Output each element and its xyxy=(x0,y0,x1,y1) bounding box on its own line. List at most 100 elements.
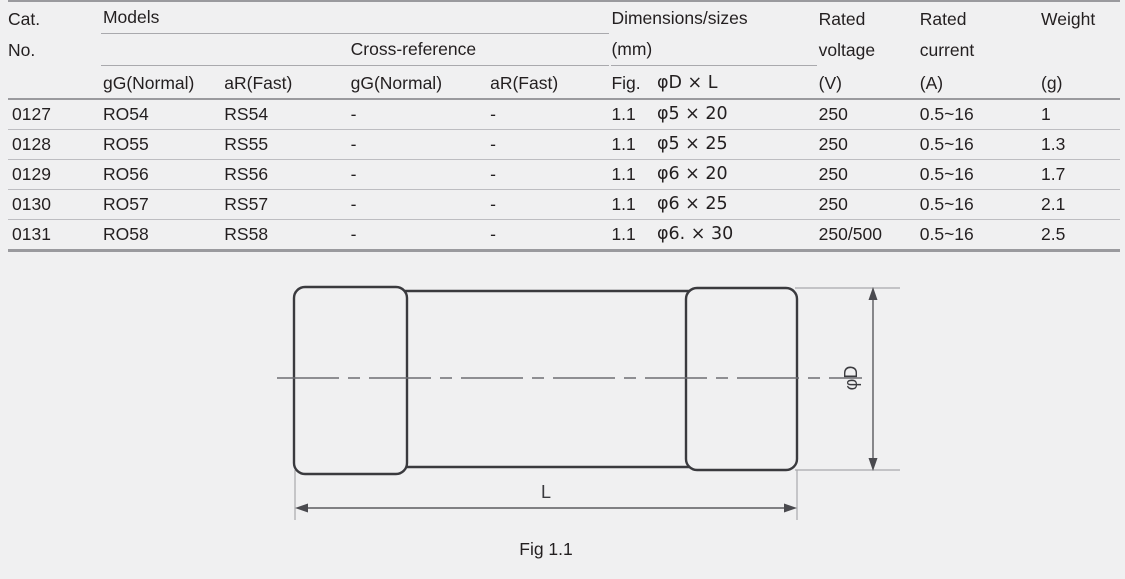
cell-dimension: φ6 × 25 xyxy=(654,189,817,220)
cell-weight: 1.3 xyxy=(1039,129,1120,160)
header-row-3: gG(Normal) aR(Fast) gG(Normal) aR(Fast) … xyxy=(8,65,1120,100)
cell-cat-no: 0130 xyxy=(8,189,101,220)
header-col-voltage-unit: (V) xyxy=(816,65,918,100)
cell-xref-ar: - xyxy=(488,159,610,190)
header-cat-no: Cat. No. xyxy=(8,0,101,66)
figure-caption: Fig 1.1 xyxy=(519,539,573,559)
header-col-model-gg: gG(Normal) xyxy=(100,65,223,100)
cell-rated-voltage: 250 xyxy=(816,159,918,190)
header-current-line2: current xyxy=(919,39,975,60)
cell-model-ar: RS58 xyxy=(222,219,349,252)
cell-rated-current: 0.5~16 xyxy=(917,129,1040,160)
diameter-dimension: φD xyxy=(841,287,878,471)
length-arrow-right xyxy=(784,503,797,513)
cell-model-gg: RO57 xyxy=(100,189,223,220)
cell-rated-current: 0.5~16 xyxy=(917,99,1040,130)
header-col-model-ar: aR(Fast) xyxy=(222,65,349,100)
header-weight-group: Weight xyxy=(1039,0,1120,66)
cell-rated-voltage: 250 xyxy=(816,189,918,220)
header-models-group: Models xyxy=(100,0,610,34)
fuse-body xyxy=(404,289,690,469)
cell-xref-gg: - xyxy=(348,99,489,130)
cell-xref-ar: - xyxy=(488,219,610,252)
header-col-xref-gg: gG(Normal) xyxy=(348,65,489,100)
cell-weight: 2.5 xyxy=(1039,219,1120,252)
cell-rated-voltage: 250/500 xyxy=(816,219,918,252)
header-col-dimension: φD × L xyxy=(654,65,817,100)
header-weight-spacer xyxy=(1041,35,1120,66)
cell-xref-gg: - xyxy=(348,219,489,252)
cell-weight: 1 xyxy=(1039,99,1120,130)
cell-model-ar: RS57 xyxy=(222,189,349,220)
diameter-label: φD xyxy=(841,366,861,391)
cell-model-gg: RO54 xyxy=(100,99,223,130)
header-col-weight-unit: (g) xyxy=(1039,65,1120,100)
cell-xref-gg: - xyxy=(348,129,489,160)
length-dimension: L xyxy=(295,482,797,513)
cell-cat-no: 0131 xyxy=(8,219,101,252)
cell-fig: 1.1 xyxy=(609,99,655,130)
cell-dimension: φ5 × 25 xyxy=(654,129,817,160)
header-cat-line1: Cat. xyxy=(8,8,41,29)
cell-model-ar: RS54 xyxy=(222,99,349,130)
header-dimensions-line1: Dimensions/sizes xyxy=(611,7,748,28)
cell-weight: 2.1 xyxy=(1039,189,1120,220)
cell-xref-gg: - xyxy=(348,159,489,190)
header-dimensions-group: Dimensions/sizes (mm) xyxy=(609,0,817,66)
cell-xref-ar: - xyxy=(488,189,610,220)
fuse-spec-table: Cat. No. Models Dimensions/sizes (mm) Ra… xyxy=(8,0,1120,252)
cell-dimension: φ6 × 20 xyxy=(654,159,817,190)
header-rated-voltage-group: Rated voltage xyxy=(816,0,918,66)
cell-rated-current: 0.5~16 xyxy=(917,159,1040,190)
cell-rated-voltage: 250 xyxy=(816,99,918,130)
header-row-1: Cat. No. Models Dimensions/sizes (mm) Ra… xyxy=(8,0,1120,66)
cell-cat-no: 0127 xyxy=(8,99,101,130)
header-voltage-line1: Rated xyxy=(818,8,866,29)
fuse-dimension-figure: φD L Fig 1.1 xyxy=(0,258,1125,579)
cell-xref-gg: - xyxy=(348,189,489,220)
cell-rated-current: 0.5~16 xyxy=(917,189,1040,220)
diameter-arrow-bottom xyxy=(868,458,878,471)
header-rated-current-group: Rated current xyxy=(917,0,1040,66)
header-row-2: Cross-reference xyxy=(8,33,1120,66)
cell-model-ar: RS55 xyxy=(222,129,349,160)
cell-dimension: φ5 × 20 xyxy=(654,99,817,130)
cell-model-gg: RO58 xyxy=(100,219,223,252)
right-end-cap xyxy=(684,286,799,472)
header-weight-line1: Weight xyxy=(1041,8,1096,29)
cell-model-ar: RS56 xyxy=(222,159,349,190)
header-col-fig: Fig. xyxy=(609,65,655,100)
specification-table: Cat. No. Models Dimensions/sizes (mm) Ra… xyxy=(0,0,1125,252)
cell-model-gg: RO55 xyxy=(100,129,223,160)
cell-model-gg: RO56 xyxy=(100,159,223,190)
header-col-current-unit: (A) xyxy=(917,65,1040,100)
diameter-arrow-top xyxy=(868,287,878,300)
cell-fig: 1.1 xyxy=(609,219,655,252)
fuse-drawing-svg: φD L Fig 1.1 xyxy=(277,285,900,559)
cell-xref-ar: - xyxy=(488,99,610,130)
header-col-xref-ar: aR(Fast) xyxy=(488,65,610,100)
cell-dimension: φ6. × 30 xyxy=(654,219,817,252)
length-label: L xyxy=(541,482,551,502)
cell-xref-ar: - xyxy=(488,129,610,160)
table-header: Cat. No. Models Dimensions/sizes (mm) Ra… xyxy=(8,0,1120,100)
cell-fig: 1.1 xyxy=(609,129,655,160)
header-dimensions-line2: (mm) xyxy=(611,34,817,66)
header-voltage-line2: voltage xyxy=(818,39,876,60)
left-end-cap xyxy=(292,285,409,476)
header-cat-line2: No. xyxy=(8,39,36,60)
header-col-blank xyxy=(8,65,101,100)
cell-rated-current: 0.5~16 xyxy=(917,219,1040,252)
header-current-line1: Rated xyxy=(919,8,967,29)
cell-cat-no: 0129 xyxy=(8,159,101,190)
header-models-spacer xyxy=(100,33,349,66)
header-cross-reference-group: Cross-reference xyxy=(348,33,610,66)
cell-weight: 1.7 xyxy=(1039,159,1120,190)
cell-cat-no: 0128 xyxy=(8,129,101,160)
